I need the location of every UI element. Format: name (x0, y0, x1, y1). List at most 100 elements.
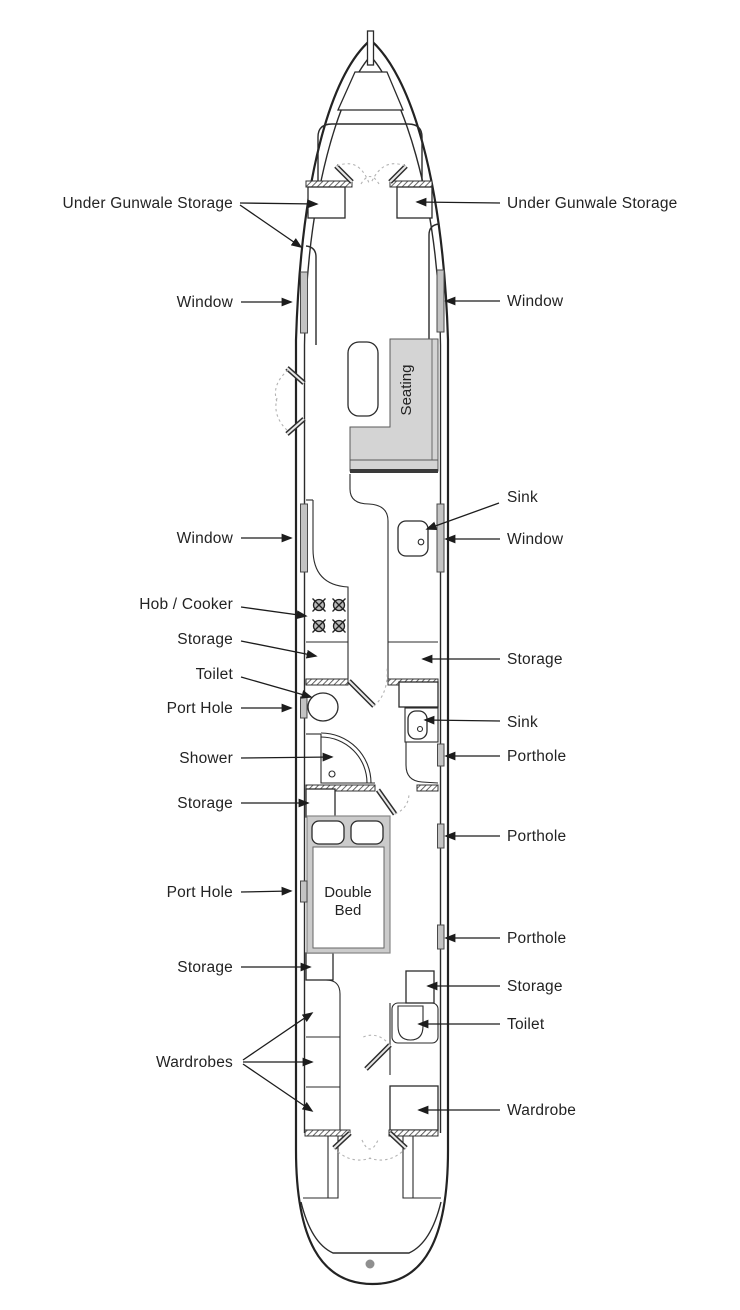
label-porthole-right-2: Porthole (507, 828, 566, 845)
labels-left: Under Gunwale Storage Window Window Hob … (63, 195, 334, 1112)
window-right-1 (436, 269, 445, 333)
bathroom-bedroom-door-swing (394, 792, 410, 815)
bow-door-swing-center (360, 175, 380, 185)
label-window-left-1: Window (177, 294, 234, 311)
label-toilet-left: Toilet (196, 666, 234, 683)
stern-tiller-dot (365, 1259, 375, 1269)
seating-label: Seating (398, 365, 415, 416)
leader-shower (240, 752, 334, 762)
galley (306, 474, 438, 679)
toilet-bowl-left (307, 692, 339, 722)
stern-door-right (388, 1131, 408, 1150)
label-sink-galley: Sink (507, 489, 538, 506)
label-port-hole-2: Port Hole (167, 884, 233, 901)
bathroom (305, 678, 439, 792)
hob-cooker-burners (312, 598, 346, 633)
burner-icon (312, 619, 326, 633)
toilet-bowl-rear (397, 1005, 424, 1041)
label-porthole-right-1: Porthole (507, 748, 566, 765)
bathroom-bulkhead-front-left (305, 678, 349, 686)
leader-storage-left-1 (240, 640, 318, 659)
porthole-right-3 (437, 924, 445, 950)
leader-hob-cooker (240, 606, 308, 620)
bathroom-bedroom-door (375, 788, 398, 816)
double-bed-label-line1: Double (324, 884, 372, 901)
bed-pillow-right (350, 820, 384, 845)
leader-ugs-left-b (239, 204, 303, 248)
cabin-lining-cap-left (305, 245, 317, 345)
bedside-storage-bottom (305, 952, 334, 981)
shower-drain (328, 770, 336, 778)
bow-door-swing-right (370, 163, 406, 184)
bedside-storage-top (305, 788, 336, 818)
label-storage-right-2: Storage (507, 978, 563, 995)
label-window-right-1: Window (507, 293, 564, 310)
galley-bathroom-door-swing (373, 666, 388, 707)
bathroom-cabinet (398, 681, 439, 708)
bathroom-vanity-curve (405, 742, 439, 784)
stern-bench-left (303, 1136, 339, 1199)
galley-counter-left (312, 500, 349, 679)
side-door-bottom (285, 417, 306, 436)
galley-counter-right (349, 474, 389, 679)
side-door-top (285, 366, 306, 385)
bow-flagpole (366, 30, 375, 66)
label-storage-right-1: Storage (507, 651, 563, 668)
label-storage-left-2: Storage (177, 795, 233, 812)
bathroom-sink-drain (416, 725, 424, 733)
label-window-right-2: Window (507, 531, 564, 548)
stern-bulkhead-left (304, 1129, 351, 1137)
double-bed-label-line2: Bed (335, 902, 362, 919)
cabin-lining-cap-right (428, 223, 440, 345)
bow-bulkhead-right (389, 180, 433, 188)
window-right-2 (436, 503, 445, 573)
label-storage-left-1: Storage (177, 631, 233, 648)
rear-storage-right (405, 970, 435, 1004)
stern-bulkhead-right (388, 1129, 439, 1137)
wardrobe-right (389, 1085, 439, 1131)
label-window-left-2: Window (177, 530, 234, 547)
bed-pillow-left (311, 820, 345, 845)
label-under-gunwale-storage-left: Under Gunwale Storage (63, 195, 234, 212)
leader-sink-bathroom (423, 715, 501, 725)
label-under-gunwale-storage-right: Under Gunwale Storage (507, 195, 678, 212)
label-porthole-right-3: Porthole (507, 930, 566, 947)
stern-bench-right (402, 1136, 441, 1199)
side-door-swing-bottom (275, 397, 290, 433)
bedroom: Double Bed (305, 788, 391, 981)
labels-right: Under Gunwale Storage Window Sink Window… (415, 195, 678, 1119)
rear-cabin-door-swing (360, 1034, 391, 1046)
stern-deck-edge (300, 1201, 442, 1254)
seating-base-dark-edge (350, 469, 438, 473)
burner-icon (332, 619, 346, 633)
porthole-left-1 (300, 696, 308, 719)
bow-door-right (388, 164, 408, 184)
leader-toilet-left (240, 676, 313, 699)
under-gunwale-storage-left (307, 186, 346, 219)
shower-door-arc-outer (320, 732, 372, 784)
doors (274, 163, 410, 1161)
stern-door-swing-center (361, 1139, 379, 1150)
label-shower: Shower (179, 750, 233, 767)
stern-door-left (332, 1131, 352, 1150)
galley-sink-drain (417, 538, 425, 546)
rear-cabin (304, 970, 439, 1137)
toilet-unit-rear (391, 1002, 439, 1044)
porthole-left-2 (300, 880, 308, 903)
bow-door-left (334, 164, 354, 184)
shower-door-arc-inner (320, 736, 368, 784)
bathroom-bulkhead-rear-right (416, 784, 439, 792)
label-hob-cooker: Hob / Cooker (139, 596, 233, 613)
bed-mattress (312, 846, 385, 949)
porthole-right-2 (437, 823, 445, 849)
burner-icon (312, 598, 326, 612)
label-storage-left-3: Storage (177, 959, 233, 976)
galley-bathroom-door (347, 679, 376, 708)
label-wardrobe-right: Wardrobe (507, 1102, 576, 1119)
bathroom-sink-unit (404, 707, 439, 743)
window-left-1 (300, 271, 308, 334)
well-deck-front-wall (317, 123, 423, 182)
bathroom-bulkhead-rear-left (305, 784, 376, 792)
wardrobe-left-block (306, 979, 341, 1131)
leader-ugs-right (415, 197, 501, 207)
